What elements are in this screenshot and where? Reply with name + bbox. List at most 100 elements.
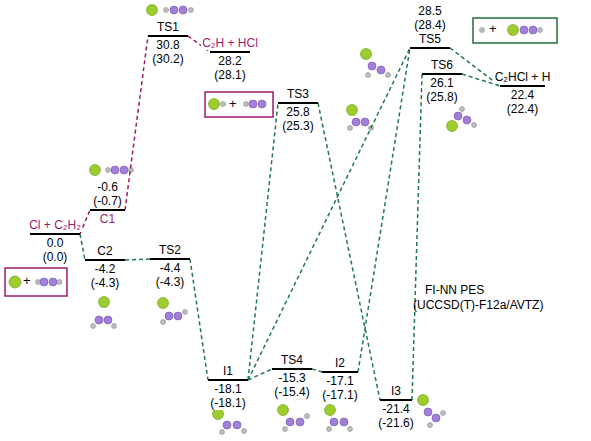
energy-level: C₂H + HCl28.2(28.1)	[210, 36, 250, 82]
energy-level: TS325.8(25.3)	[278, 87, 318, 133]
cl-atom	[209, 99, 220, 110]
level-name: Cl + C₂H₂	[28, 218, 82, 232]
reaction-path	[80, 234, 85, 260]
reaction-path	[450, 48, 500, 86]
level-name: TS4	[280, 353, 304, 367]
reaction-path	[358, 48, 410, 372]
c-atom	[174, 312, 182, 320]
h-atom	[242, 429, 247, 434]
cl-atom	[158, 298, 169, 309]
molecule	[90, 165, 134, 176]
plus-sign: +	[23, 274, 31, 288]
h-atom	[283, 427, 288, 432]
c-atom	[463, 116, 471, 124]
level-bar	[422, 73, 462, 75]
energy-value: 0.0	[46, 236, 65, 250]
h-atom	[386, 73, 391, 78]
level-name: TS6	[430, 58, 454, 72]
h-atom	[91, 324, 96, 329]
cl-atom	[99, 297, 110, 308]
energy-value: -21.4	[381, 402, 410, 416]
energy-value: -15.3	[277, 371, 306, 385]
c-atom	[249, 100, 257, 108]
level-bar	[380, 399, 412, 401]
h-atom	[480, 28, 485, 33]
c-atom	[111, 166, 119, 174]
h-atom	[327, 427, 332, 432]
level-bar	[85, 259, 125, 261]
energy-value: (-18.1)	[209, 396, 246, 410]
c-atom	[352, 118, 360, 126]
reaction-path	[248, 103, 278, 380]
h-atom	[305, 414, 310, 419]
molecule	[147, 5, 194, 16]
h-atom	[538, 28, 543, 33]
level-bar	[272, 368, 312, 370]
molecule	[213, 409, 247, 435]
energy-value: -4.4	[159, 261, 182, 275]
energy-level: TS2-4.4(-4.3)	[150, 243, 190, 289]
molecule	[480, 25, 543, 36]
energy-value: (-15.4)	[273, 385, 310, 399]
energy-value: 22.4	[510, 88, 535, 102]
molecule	[325, 405, 353, 432]
energy-value: (25.8)	[425, 90, 458, 104]
cl-atom	[325, 405, 336, 416]
h-atom	[57, 280, 62, 285]
c-atom	[233, 421, 241, 429]
c-atom	[165, 312, 173, 320]
c-atom	[40, 278, 48, 286]
reaction-path	[190, 259, 208, 380]
energy-value: (-4.3)	[90, 276, 121, 290]
energy-level: Cl + C₂H₂ 0.0(0.0)	[30, 218, 80, 264]
energy-level: C₂HCl + H22.4(22.4)	[500, 70, 545, 116]
energy-value: 26.1	[429, 76, 454, 90]
h-atom	[183, 310, 188, 315]
h-atom	[220, 430, 225, 435]
level-name: C1	[99, 212, 116, 226]
energy-value: 30.8	[155, 38, 180, 52]
molecule	[209, 99, 267, 110]
h-atom	[472, 123, 477, 128]
energy-value: 25.8	[285, 105, 310, 119]
energy-level: 28.5(28.4)TS5	[410, 4, 450, 50]
energy-value: 28.2	[217, 54, 242, 68]
cl-atom	[347, 105, 358, 116]
reaction-path	[125, 259, 150, 260]
c-atom	[432, 414, 440, 422]
h-atom	[106, 168, 111, 173]
cl-atom	[9, 276, 21, 288]
h-atom	[189, 8, 194, 13]
c-atom	[296, 418, 304, 426]
c-atom	[223, 421, 231, 429]
cl-atom	[278, 405, 289, 416]
molecule	[418, 395, 446, 428]
energy-level: C2-4.2(-4.3)	[85, 244, 125, 290]
level-name: C₂H + HCl	[201, 36, 259, 50]
energy-value: (0.0)	[42, 250, 69, 264]
c-atom	[49, 278, 57, 286]
c-atom	[95, 316, 103, 324]
product-box	[473, 18, 557, 43]
molecule	[347, 105, 374, 131]
energy-value: -18.1	[213, 382, 242, 396]
reaction-path	[125, 36, 148, 210]
energy-value: (22.4)	[506, 102, 539, 116]
level-bar	[90, 209, 125, 211]
c-atom	[454, 112, 462, 120]
energy-value: (25.3)	[281, 119, 314, 133]
molecule	[158, 298, 188, 325]
c-atom	[286, 418, 294, 426]
c-atom	[368, 62, 376, 70]
reaction-path	[248, 48, 410, 380]
energy-value: (-17.1)	[321, 388, 358, 402]
reaction-path	[312, 369, 322, 372]
level-bar	[410, 47, 450, 49]
c-atom	[179, 6, 187, 14]
energy-level: I2-17.1(-17.1)	[322, 356, 358, 402]
level-bar	[322, 371, 358, 373]
h-atom	[348, 427, 353, 432]
level-name: TS2	[158, 243, 182, 257]
energy-level: TS6 26.1(25.8)	[422, 58, 462, 104]
energy-value: -0.6	[96, 180, 119, 194]
